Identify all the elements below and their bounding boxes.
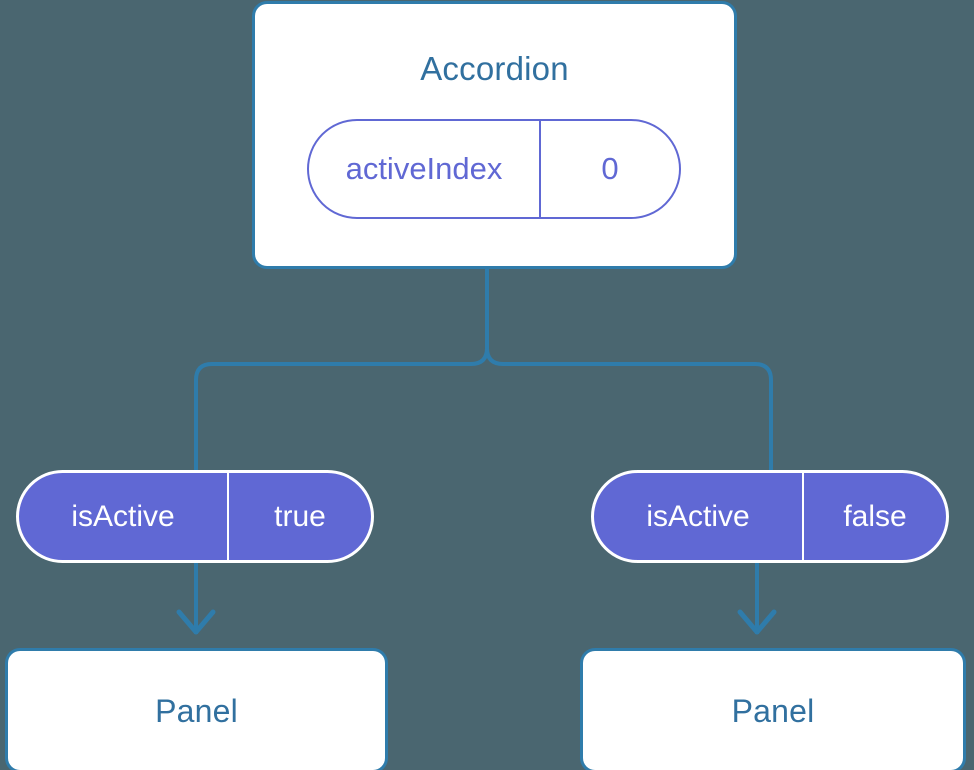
prop-pill-is-active-true[interactable]: isActive true (16, 470, 374, 563)
tree-connector-root-to-branches (194, 264, 489, 472)
panel-component-card-right[interactable]: Panel (583, 651, 963, 770)
arrow-left-pill-to-panel (176, 563, 216, 635)
prop-pill-value: false (843, 499, 907, 533)
prop-pill-value: true (274, 499, 326, 533)
tree-connector-root-to-branch-right (485, 264, 773, 472)
arrow-right-pill-to-panel (737, 563, 777, 635)
prop-pill-key: isActive (594, 473, 804, 560)
prop-pill-key: isActive (19, 473, 229, 560)
panel-title-right: Panel (731, 692, 815, 729)
accordion-title: Accordion (420, 50, 569, 87)
prop-pill-is-active-false[interactable]: isActive false (591, 470, 949, 563)
panel-component-card-left[interactable]: Panel (8, 651, 385, 770)
state-pill-value: 0 (601, 151, 619, 186)
state-pill-key: activeIndex (309, 121, 541, 217)
state-pill-active-index[interactable]: activeIndex 0 (307, 119, 681, 219)
panel-title-left: Panel (155, 692, 238, 729)
